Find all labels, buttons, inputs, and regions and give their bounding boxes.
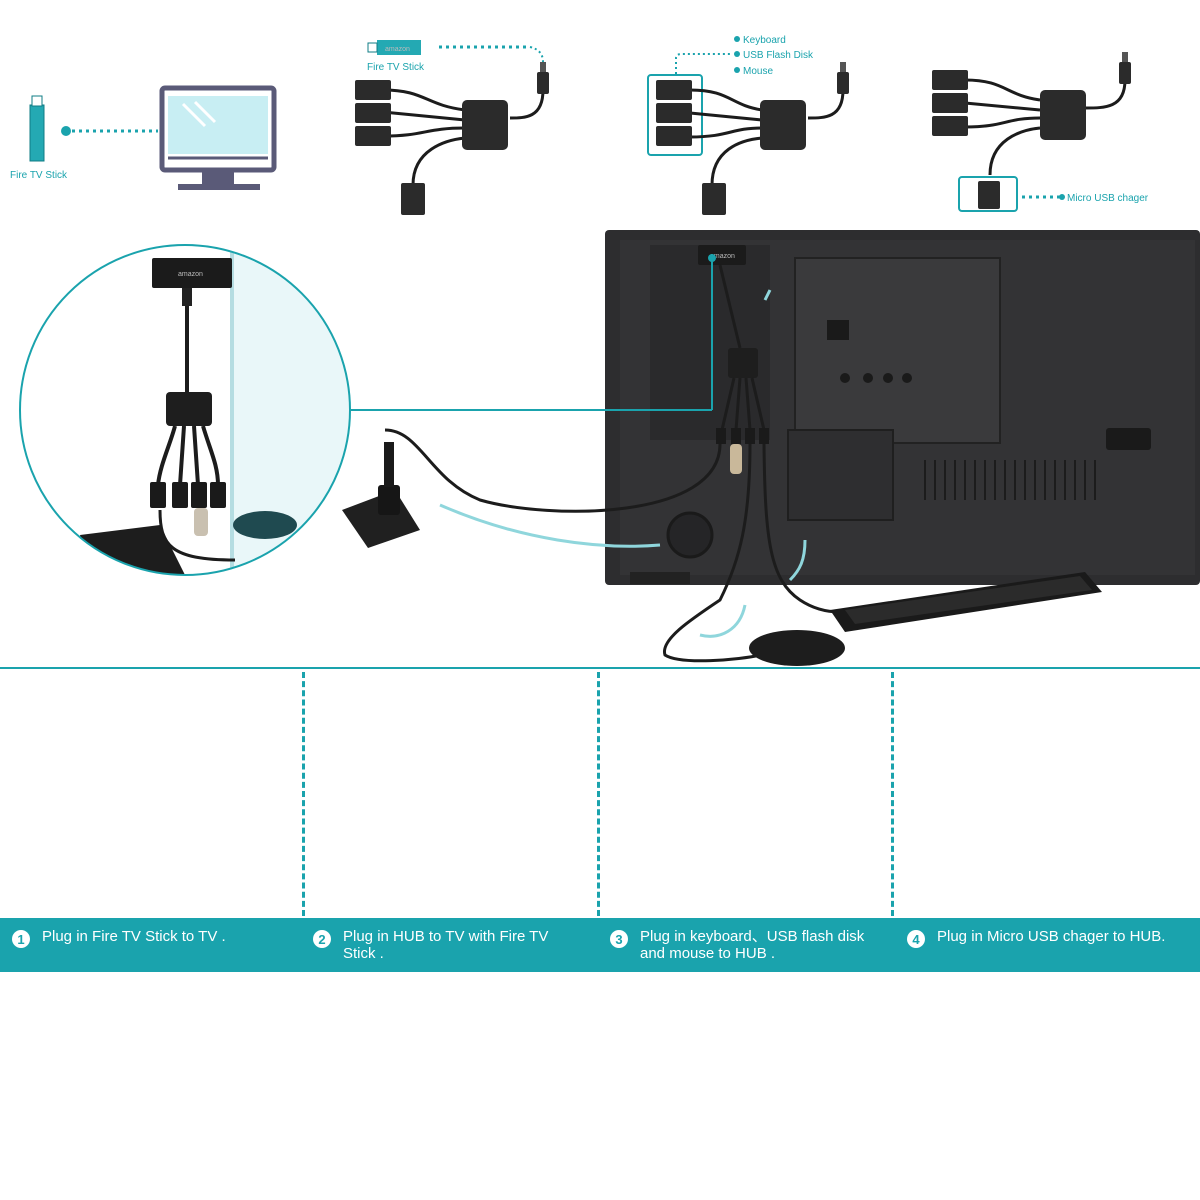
section-divider	[0, 667, 1200, 669]
charger-highlight	[958, 176, 1018, 212]
step-3-text: Plug in keyboard、USB flash disk and mous…	[640, 928, 865, 962]
panel-2-stick-brand: amazon	[385, 46, 410, 53]
step-1-text: Plug in Fire TV Stick to TV .	[42, 928, 226, 945]
zoom-stick-brand: amazon	[178, 271, 203, 278]
steps-bar: 1 Plug in Fire TV Stick to TV . 2 Plug i…	[0, 918, 1200, 972]
step-1-number: 1	[12, 930, 30, 948]
installed-fire-stick: amazon	[698, 245, 746, 265]
hero-illustration: amazon amazon	[19, 230, 1200, 666]
step-2-number: 2	[313, 930, 331, 948]
step-3-number: 3	[610, 930, 628, 948]
step-4-text: Plug in Micro USB chager to HUB.	[937, 928, 1166, 945]
panel-4-diagram: Micro USB chager	[932, 52, 1149, 212]
vent-grille	[924, 460, 1096, 500]
legend-usb-flash-disk: USB Flash Disk	[743, 50, 814, 61]
step-2-text: Plug in HUB to TV with Fire TV Stick .	[343, 928, 549, 962]
zoom-detail: amazon	[19, 244, 351, 576]
panel-1-diagram: Fire TV Stick	[10, 85, 277, 190]
step-1: 1 Plug in Fire TV Stick to TV .	[12, 928, 292, 948]
monitor-icon	[159, 85, 277, 190]
panel-2-fire-stick-icon: amazon	[367, 40, 421, 55]
panel-2-ports	[355, 62, 549, 215]
step-4-number: 4	[907, 930, 925, 948]
panel-separator-3	[891, 672, 894, 916]
panel-separator-1	[302, 672, 305, 916]
tv-back	[605, 230, 1200, 585]
installed-stick-brand: amazon	[710, 253, 735, 260]
legend-mouse: Mouse	[743, 66, 773, 77]
panel-1-stick-label: Fire TV Stick	[10, 170, 68, 181]
hero-keyboard	[830, 572, 1102, 632]
step-2: 2 Plug in HUB to TV with Fire TV Stick .	[313, 928, 583, 962]
step-3: 3 Plug in keyboard、USB flash disk and mo…	[610, 928, 888, 962]
step-4: 4 Plug in Micro USB chager to HUB.	[907, 928, 1195, 948]
charger-label: Micro USB chager	[1067, 193, 1149, 204]
panel-2-stick-label: Fire TV Stick	[367, 62, 425, 73]
legend-keyboard: Keyboard	[743, 35, 786, 46]
fire-stick-icon	[29, 95, 45, 162]
hero-mouse	[749, 630, 845, 666]
panel-2-hub	[382, 88, 545, 186]
panel-2-diagram: amazon Fire TV Stick	[355, 40, 549, 215]
panel-separator-2	[597, 672, 600, 916]
panel-3-diagram: Keyboard USB Flash Disk Mouse	[647, 35, 849, 215]
installed-hub	[716, 264, 769, 474]
power-strip	[342, 442, 420, 548]
